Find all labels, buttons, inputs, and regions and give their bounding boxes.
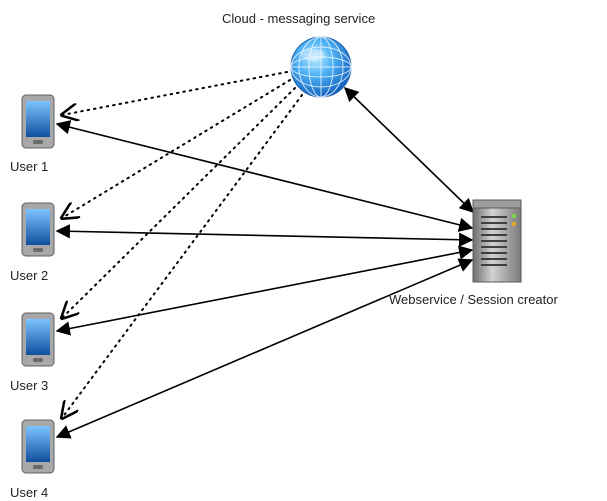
- server-icon: [472, 199, 522, 283]
- edge-cloud-user2: [62, 79, 291, 218]
- user1-label: User 1: [10, 159, 49, 174]
- cloud-label: Cloud - messaging service: [222, 11, 376, 26]
- user3-label: User 3: [10, 378, 49, 393]
- edge-user2-server: [55, 224, 474, 247]
- edge-cloud-server: [343, 86, 475, 214]
- dotted-edges: [62, 71, 303, 418]
- server-label: Webservice / Session creator: [389, 292, 558, 307]
- solid-edges: [55, 86, 475, 439]
- user4-label: User 4: [10, 485, 49, 500]
- globe-icon: [290, 36, 352, 98]
- user2-label: User 2: [10, 268, 49, 283]
- smartphone-icon: [21, 202, 55, 257]
- smartphone-icon: [21, 312, 55, 367]
- edge-cloud-user4: [62, 94, 303, 418]
- edge-cloud-user1: [62, 71, 288, 115]
- edge-user4-server: [55, 258, 474, 439]
- smartphone-icon: [21, 94, 55, 149]
- smartphone-icon: [21, 419, 55, 474]
- edge-cloud-user3: [62, 87, 296, 318]
- edge-user1-server: [55, 120, 474, 232]
